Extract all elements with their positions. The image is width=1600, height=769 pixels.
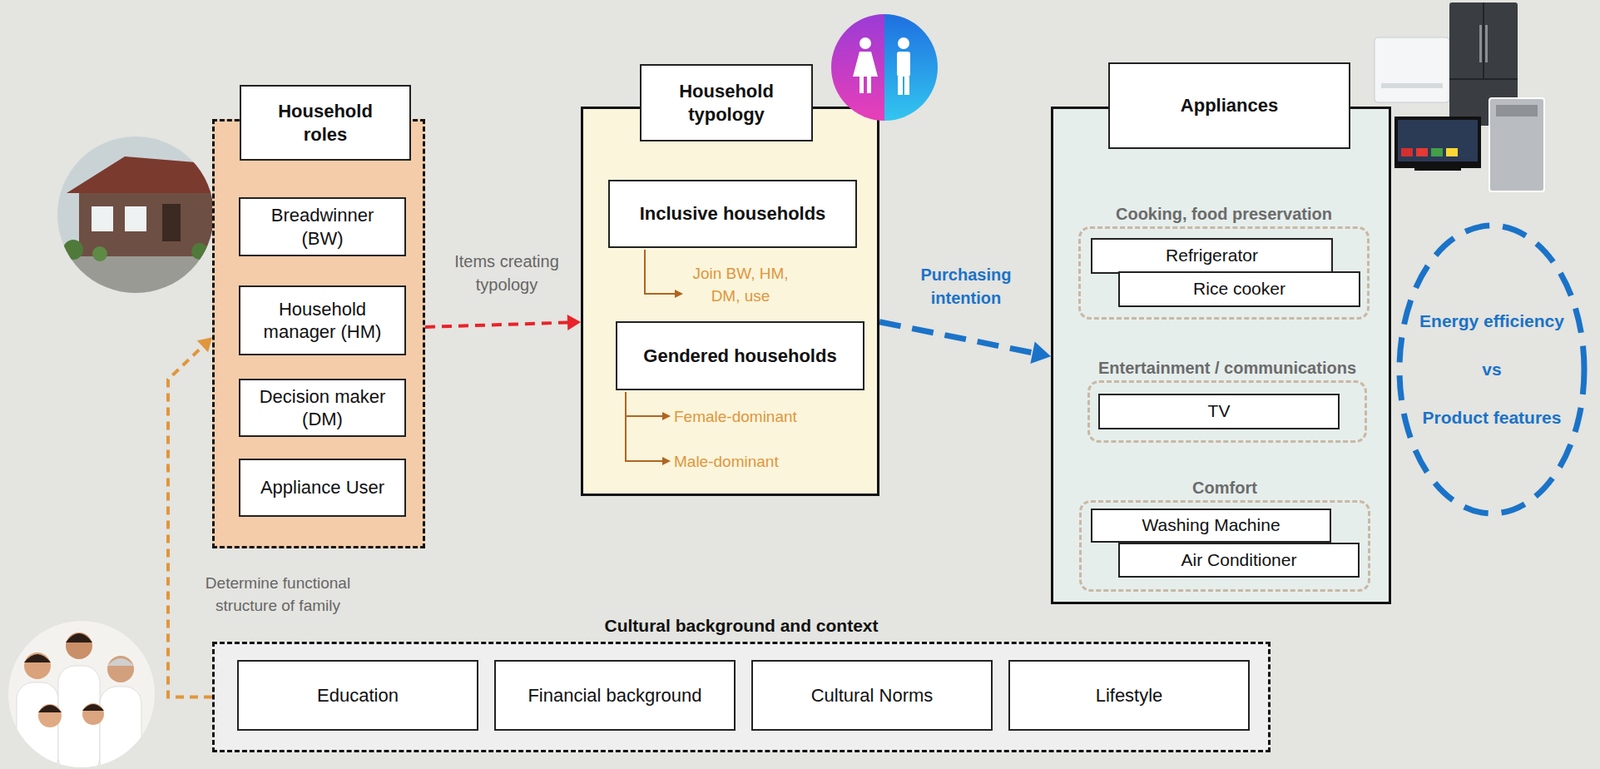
- connector: [879, 321, 1051, 364]
- family-photo: [6, 619, 157, 769]
- annotation-label: Female-dominant: [673, 406, 798, 429]
- appliances-panel: AppliancesCooking, food preservationRefr…: [1050, 106, 1392, 605]
- ellipse-text: Energy efficiency vsProduct features: [1395, 221, 1589, 518]
- typology-box: Gendered households: [615, 321, 865, 391]
- appliance-group: Cooking, food preservationRefrigeratorRi…: [1078, 226, 1370, 320]
- arrow-head: [197, 336, 213, 352]
- appliance-box: Rice cooker: [1118, 271, 1361, 308]
- group-heading: Entertainment / communications: [1056, 358, 1398, 378]
- culture-band: Cultural background and contextEducation…: [212, 641, 1271, 753]
- appliance-box: Washing Machine: [1090, 508, 1332, 543]
- leader-heads: [662, 289, 684, 466]
- box-label: Decision maker (DM): [257, 385, 388, 431]
- ellipse-label: Product features: [1422, 407, 1562, 428]
- culture-box: Lifestyle: [1008, 659, 1250, 731]
- connector-line: [425, 321, 570, 327]
- panel-heading-box: Household typology: [639, 64, 813, 142]
- annotation-label: Male-dominant: [673, 450, 779, 474]
- box-label: TV: [1208, 400, 1231, 422]
- culture-box: Education: [237, 659, 479, 731]
- connector-line: [879, 321, 1036, 354]
- roles-panel: Household rolesBreadwinner (BW)Household…: [212, 118, 426, 549]
- typology-leaders: [625, 249, 676, 461]
- dashed-ellipse: [1399, 225, 1585, 514]
- box-label: Cultural Norms: [811, 683, 934, 708]
- ellipse-label: vs: [1481, 359, 1501, 380]
- panel-heading: Household roles: [261, 99, 390, 146]
- group-heading: Cultural background and context: [181, 615, 1302, 636]
- appliance-pictures: [1374, 2, 1545, 192]
- connector-label: Purchasing intention: [911, 262, 1021, 310]
- appliance-box: Refrigerator: [1090, 237, 1333, 274]
- box-label: Household manager (HM): [257, 297, 388, 344]
- connector-label: Determine functional structure of family: [178, 572, 378, 617]
- appliance-group: ComfortWashing MachineAir Conditioner: [1079, 500, 1371, 592]
- box-label: Lifestyle: [1095, 683, 1164, 708]
- box-label: Education: [317, 683, 399, 708]
- group-heading: Comfort: [1048, 478, 1402, 498]
- appliance-group: Entertainment / communicationsTV: [1087, 380, 1368, 443]
- box-label: Financial background: [527, 683, 702, 708]
- box-label: Gendered households: [643, 344, 837, 368]
- role-box: Household manager (HM): [238, 285, 407, 356]
- connector-line: [168, 344, 213, 698]
- connector: [425, 314, 581, 331]
- appliance-box: TV: [1098, 393, 1340, 430]
- panel-heading-box: Appliances: [1108, 62, 1351, 149]
- panel-heading: Appliances: [1180, 94, 1279, 118]
- ellipse-label: Energy efficiency: [1419, 311, 1565, 332]
- panel-heading-box: Household roles: [239, 84, 412, 161]
- role-box: Breadwinner (BW): [238, 197, 407, 257]
- role-box: Appliance User: [238, 458, 407, 517]
- gender-icon: [831, 14, 938, 121]
- role-box: Decision maker (DM): [238, 378, 407, 437]
- box-label: Air Conditioner: [1181, 549, 1298, 571]
- box-label: Inclusive households: [639, 202, 827, 226]
- box-label: Refrigerator: [1165, 244, 1259, 267]
- appliance-box: Air Conditioner: [1118, 542, 1360, 578]
- group-heading: Cooking, food preservation: [1047, 204, 1401, 224]
- panel-heading: Household typology: [661, 79, 792, 126]
- arrow-head: [1030, 341, 1051, 364]
- typology-box: Inclusive households: [608, 179, 857, 248]
- box-label: Appliance User: [260, 475, 385, 500]
- connector: [168, 336, 213, 697]
- box-label: Rice cooker: [1193, 277, 1286, 300]
- box-label: Washing Machine: [1141, 514, 1280, 536]
- culture-box: Financial background: [494, 659, 736, 731]
- box-label: Breadwinner (BW): [257, 203, 388, 250]
- house-photo: [49, 133, 225, 304]
- arrow-head: [567, 314, 581, 331]
- culture-box: Cultural Norms: [751, 659, 993, 731]
- connector-label: Items creating typology: [444, 249, 570, 297]
- tradeoff-ellipse: Energy efficiency vsProduct features: [1395, 221, 1589, 518]
- annotation-label: Join BW, HM, DM, use: [686, 262, 795, 308]
